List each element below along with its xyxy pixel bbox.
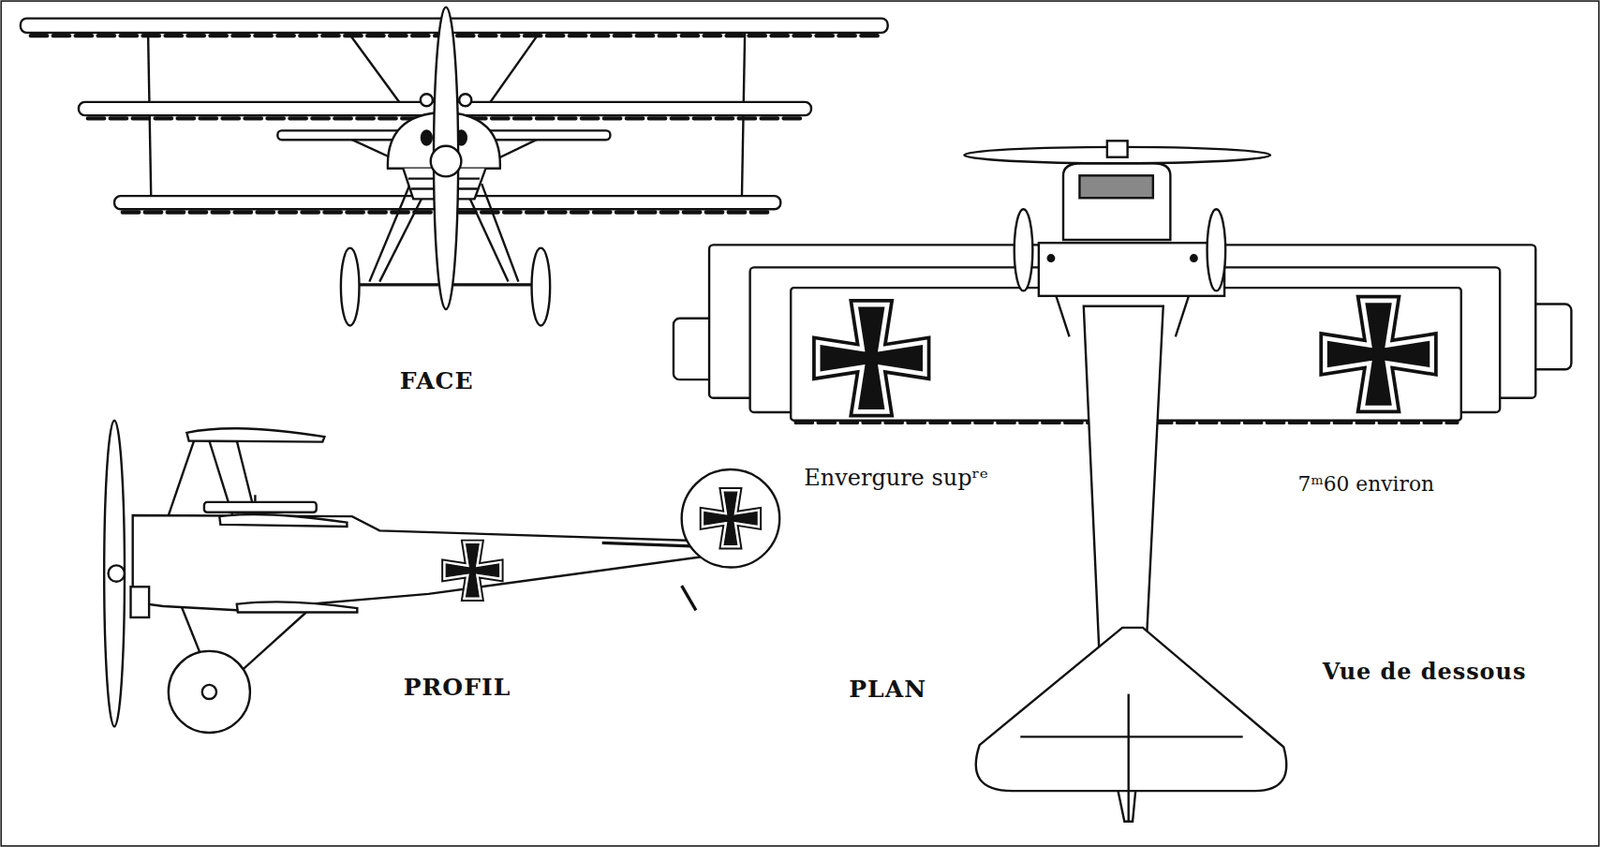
view-title: FACE [400, 367, 475, 395]
dimension-value: 7ᵐ60 environ [1298, 472, 1436, 496]
side-view [103, 420, 780, 733]
view-note: Vue de dessous [1322, 659, 1527, 686]
view-title: PLAN [848, 675, 927, 703]
view-title: PROFIL [403, 673, 512, 701]
dimension-label: Envergure supʳᵉ [803, 465, 989, 492]
underside-view [673, 140, 1571, 821]
